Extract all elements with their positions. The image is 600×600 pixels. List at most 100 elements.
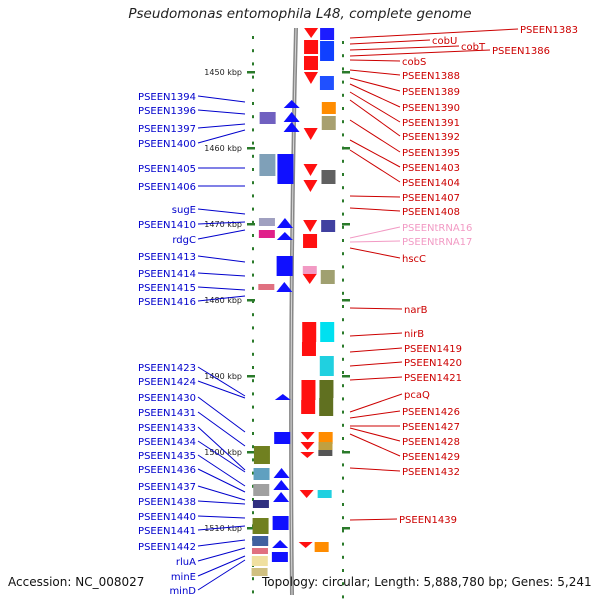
tick-dot-left [252, 154, 254, 158]
left-leader-line [197, 109, 246, 115]
tick-dot-right [342, 225, 344, 229]
tick-dot-right [342, 291, 344, 295]
reverse-gene-box [252, 536, 269, 546]
right-gene-label: PSEEN1403 [402, 163, 460, 174]
kbp-tick-right [342, 451, 350, 454]
tick-dot-left [252, 366, 254, 369]
kbp-tick [247, 223, 255, 226]
forward-gene-box [301, 380, 316, 400]
tick-dot-right [342, 463, 344, 467]
forward-gene-arrow [303, 164, 318, 176]
right-gene-label: PSEEN1408 [402, 207, 460, 218]
right-leader-line [349, 207, 401, 212]
right-leader-line [349, 28, 519, 39]
tick-dot-left [252, 62, 254, 66]
tick-dot-left [252, 247, 254, 251]
tick-dot-right [342, 489, 344, 493]
left-gene-label: sugE [172, 205, 196, 216]
tick-dot-right [342, 476, 344, 480]
left-leader-line [197, 468, 246, 493]
right-gene-label: PSEEN1426 [402, 407, 460, 418]
reverse-gene-box [253, 446, 270, 464]
forward-gene-arrow [304, 28, 319, 38]
forward-gene-box [319, 380, 334, 398]
right-leader-line [349, 59, 401, 62]
kbp-tick-right [342, 375, 350, 378]
left-gene-label: PSEEN1442 [138, 542, 196, 553]
right-leader-line [349, 83, 401, 108]
kbp-tick [247, 299, 255, 302]
tick-dot-right [342, 516, 344, 520]
right-gene-label: PSEEN1428 [402, 437, 460, 448]
left-leader-line [197, 255, 246, 263]
forward-gene-box [304, 40, 319, 54]
right-gene-label: nirB [404, 329, 424, 340]
right-gene-label: PSEENtRNA17 [402, 237, 472, 248]
right-leader-line [349, 139, 401, 168]
left-gene-label: PSEEN1433 [138, 423, 196, 434]
left-leader-line [197, 426, 246, 471]
reverse-gene-box [252, 518, 269, 534]
right-leader-line [349, 149, 401, 183]
forward-gene-arrow [299, 490, 314, 498]
right-leader-line [349, 91, 401, 123]
tick-dot-right [342, 305, 344, 308]
tick-dot-left [252, 102, 254, 105]
reverse-gene-box [276, 256, 293, 276]
right-gene-label: PSEEN1395 [402, 148, 460, 159]
left-leader-line [197, 525, 246, 531]
tick-dot-right [342, 120, 344, 124]
forward-gene-box [319, 356, 334, 376]
reverse-gene-box [253, 484, 270, 496]
kbp-tick-label: 1470 kbp [204, 220, 242, 229]
accession-text: Accession: NC_008027 [8, 575, 145, 589]
tick-dot-right [342, 80, 344, 84]
forward-gene-arrow [298, 542, 313, 548]
right-gene-label: pcaQ [404, 390, 430, 401]
right-gene-label: PSEEN1421 [404, 373, 462, 384]
forward-gene-arrow [303, 180, 318, 192]
forward-gene-box [318, 432, 333, 444]
forward-gene-arrow [302, 274, 317, 284]
right-leader-line [349, 393, 403, 413]
kbp-tick [247, 71, 255, 74]
forward-gene-box [319, 76, 334, 90]
right-gene-label: PSEEN1432 [402, 467, 460, 478]
left-leader-line [197, 539, 246, 547]
forward-gene-arrow [300, 432, 315, 440]
reverse-gene-box [253, 468, 270, 480]
kbp-tick-right [342, 147, 350, 150]
forward-gene-box [302, 322, 317, 342]
left-leader-line [197, 515, 246, 519]
tick-dot-left [252, 313, 254, 317]
tick-dot-right [342, 186, 344, 190]
forward-gene-box [304, 56, 318, 70]
left-gene-label: PSEEN1414 [138, 269, 196, 280]
left-gene-label: PSEEN1405 [138, 164, 196, 175]
tick-dot-right [342, 159, 344, 163]
left-leader-line [197, 440, 246, 473]
right-leader-line [349, 119, 401, 153]
tick-dot-left [252, 458, 254, 462]
right-gene-label: PSEEN1391 [402, 118, 460, 129]
kbp-tick [247, 375, 255, 378]
right-gene-label: PSEEN1439 [399, 515, 457, 526]
tick-dot-left [252, 418, 254, 422]
reverse-gene-box [251, 556, 268, 566]
forward-gene-box [320, 322, 335, 342]
tick-dot-right [342, 173, 344, 176]
tick-dot-right [342, 41, 344, 44]
left-leader-line [197, 396, 246, 433]
left-leader-line [197, 123, 246, 129]
left-gene-label: PSEEN1410 [138, 220, 196, 231]
tick-dot-right [342, 357, 344, 361]
forward-gene-arrow [303, 220, 318, 232]
right-gene-label: PSEEN1427 [402, 422, 460, 433]
tick-dot-left [252, 577, 254, 581]
left-gene-label: PSEEN1441 [138, 526, 196, 537]
left-gene-label: PSEEN1437 [138, 482, 196, 493]
tick-dot-left [252, 234, 254, 237]
right-gene-label: PSEEN1388 [402, 71, 460, 82]
left-gene-label: PSEEN1406 [138, 182, 196, 193]
left-leader-line [197, 272, 246, 277]
